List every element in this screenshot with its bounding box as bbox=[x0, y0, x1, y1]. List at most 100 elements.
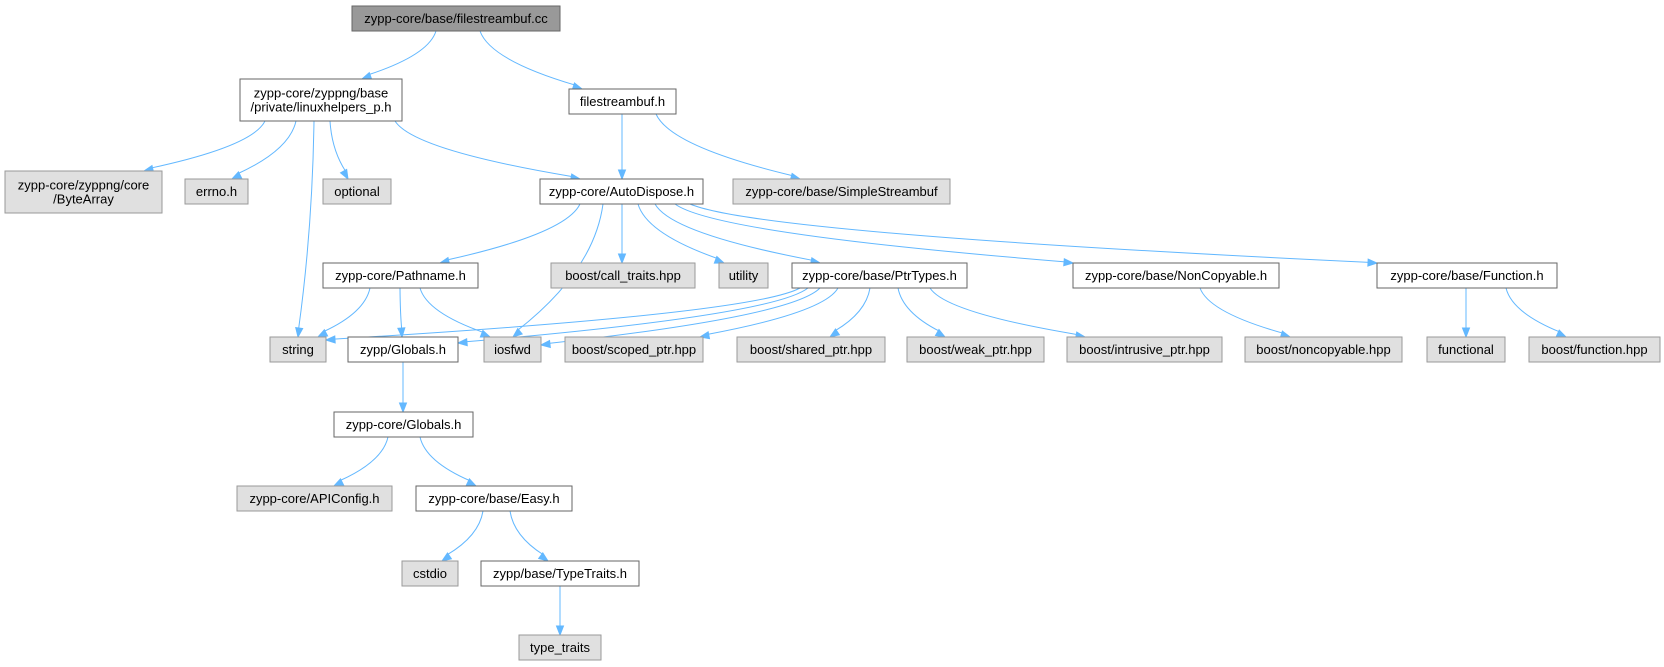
node-bytearray: zypp-core/zyppng/core/ByteArray bbox=[4, 170, 163, 214]
node-label: errno.h bbox=[196, 184, 237, 199]
edge-line bbox=[637, 203, 718, 259]
node-coreglobals[interactable]: zypp-core/Globals.h bbox=[333, 411, 474, 438]
node-box bbox=[184, 178, 249, 205]
node-noncopyable-h[interactable]: zypp-core/base/NonCopyable.h bbox=[1072, 262, 1280, 289]
node-label: /ByteArray bbox=[53, 192, 114, 207]
node-ptrtypes[interactable]: zypp-core/base/PtrTypes.h bbox=[791, 262, 968, 289]
node-cstdio: cstdio bbox=[401, 560, 459, 587]
edge-typetraits_h-to-type_traits bbox=[555, 586, 565, 637]
node-linuxhelpers[interactable]: zypp-core/zyppng/base/private/linuxhelpe… bbox=[239, 78, 403, 122]
node-label: boost/function.hpp bbox=[1541, 342, 1647, 357]
node-functional: functional bbox=[1426, 336, 1506, 363]
edge-arrowhead bbox=[324, 335, 336, 344]
edge-line bbox=[151, 120, 266, 169]
node-box bbox=[1528, 336, 1661, 363]
edge-line bbox=[333, 287, 801, 340]
node-box bbox=[732, 178, 951, 205]
node-label: zypp-core/base/NonCopyable.h bbox=[1085, 268, 1267, 283]
node-label: cstdio bbox=[413, 566, 447, 581]
edge-arrowhead bbox=[555, 625, 565, 637]
node-label: zypp-core/base/Function.h bbox=[1390, 268, 1543, 283]
edge-line bbox=[654, 203, 813, 261]
node-box bbox=[269, 336, 327, 363]
edge-linuxhelpers-to-errno bbox=[230, 120, 297, 180]
edge-root-to-linuxhelpers bbox=[360, 30, 437, 80]
edge-function_h-to-boost_function bbox=[1505, 287, 1568, 338]
node-box bbox=[718, 262, 769, 289]
node-label: filestreambuf.h bbox=[580, 94, 665, 109]
node-pathname[interactable]: zypp-core/Pathname.h bbox=[322, 262, 479, 289]
edge-linuxhelpers-to-optional bbox=[329, 120, 349, 181]
node-box bbox=[480, 560, 640, 587]
node-label: zypp-core/base/SimpleStreambuf bbox=[745, 184, 938, 199]
node-label: zypp-core/base/PtrTypes.h bbox=[802, 268, 957, 283]
node-box bbox=[236, 485, 393, 512]
edge-ptrtypes-to-zyppglobals bbox=[456, 287, 809, 347]
edge-arrowhead bbox=[539, 339, 551, 349]
edge-arrowhead bbox=[456, 337, 468, 347]
edge-line bbox=[548, 287, 821, 344]
node-label: zypp/Globals.h bbox=[360, 342, 446, 357]
node-label: zypp/base/TypeTraits.h bbox=[493, 566, 627, 581]
nodes-layer: zypp-core/base/filestreambuf.cc zypp-core… bbox=[4, 5, 1661, 661]
node-label: boost/weak_ptr.hpp bbox=[919, 342, 1032, 357]
node-label: boost/scoped_ptr.hpp bbox=[572, 342, 696, 357]
edge-line bbox=[674, 203, 1066, 263]
edge-easy-to-typetraits_h bbox=[509, 510, 550, 562]
edge-ptrtypes-to-intrusive_ptr bbox=[929, 287, 1087, 340]
node-scoped-ptr: boost/scoped_ptr.hpp bbox=[564, 336, 704, 363]
edge-line bbox=[323, 287, 371, 332]
edge-line bbox=[509, 510, 544, 556]
node-autodispose[interactable]: zypp-core/AutoDispose.h bbox=[539, 178, 704, 205]
node-calltraits: boost/call_traits.hpp bbox=[550, 262, 696, 289]
edge-arrowhead bbox=[537, 551, 550, 562]
node-box bbox=[1066, 336, 1223, 363]
node-box bbox=[568, 88, 677, 115]
edge-easy-to-cstdio bbox=[440, 510, 484, 562]
node-box bbox=[4, 170, 163, 214]
edge-arrowhead bbox=[316, 328, 329, 338]
node-zyppglobals[interactable]: zypp/Globals.h bbox=[347, 336, 459, 363]
edge-coreglobals-to-easy bbox=[419, 436, 478, 487]
node-box bbox=[401, 560, 459, 587]
edge-arrowhead bbox=[934, 328, 947, 338]
edge-arrowhead bbox=[617, 253, 627, 265]
edge-line bbox=[298, 120, 315, 330]
node-label: zypp-core/base/filestreambuf.cc bbox=[364, 11, 548, 26]
node-box bbox=[1376, 262, 1558, 289]
node-typetraits-h[interactable]: zypp/base/TypeTraits.h bbox=[480, 560, 640, 587]
node-boost-function: boost/function.hpp bbox=[1528, 336, 1661, 363]
node-boost-noncopyable: boost/noncopyable.hpp bbox=[1244, 336, 1403, 363]
node-filestreambuf-h[interactable]: filestreambuf.h bbox=[568, 88, 677, 115]
node-simplestreambuf: zypp-core/base/SimpleStreambuf bbox=[732, 178, 951, 205]
edge-line bbox=[655, 113, 793, 177]
edge-autodispose-to-ptrtypes bbox=[654, 203, 822, 266]
edge-line bbox=[237, 120, 297, 175]
edge-line bbox=[394, 120, 573, 178]
node-errno: errno.h bbox=[184, 178, 249, 205]
edge-arrowhead bbox=[295, 327, 304, 339]
node-box bbox=[333, 411, 474, 438]
node-box bbox=[906, 336, 1045, 363]
node-iosfwd: iosfwd bbox=[483, 336, 542, 363]
node-label: boost/intrusive_ptr.hpp bbox=[1079, 342, 1210, 357]
node-easy[interactable]: zypp-core/base/Easy.h bbox=[415, 485, 573, 512]
edge-line bbox=[465, 287, 809, 343]
node-box bbox=[1072, 262, 1280, 289]
edge-line bbox=[446, 510, 484, 556]
edge-ptrtypes-to-weak_ptr bbox=[897, 287, 947, 338]
edge-filestreambuf_h-to-simplestreambuf bbox=[655, 113, 802, 181]
node-optional: optional bbox=[322, 178, 392, 205]
edge-autodispose-to-calltraits bbox=[617, 204, 627, 265]
edge-coreglobals-to-apiconfig bbox=[332, 436, 389, 487]
edge-ptrtypes-to-string bbox=[324, 287, 801, 344]
edge-root-to-filestreambuf_h bbox=[479, 30, 584, 91]
node-box bbox=[351, 5, 561, 32]
node-intrusive-ptr: boost/intrusive_ptr.hpp bbox=[1066, 336, 1223, 363]
node-function-h[interactable]: zypp-core/base/Function.h bbox=[1376, 262, 1558, 289]
edge-line bbox=[1199, 287, 1284, 334]
edge-arrowhead bbox=[828, 328, 841, 338]
node-label: utility bbox=[729, 268, 759, 283]
node-box bbox=[415, 485, 573, 512]
node-label: zypp-core/base/Easy.h bbox=[428, 491, 559, 506]
